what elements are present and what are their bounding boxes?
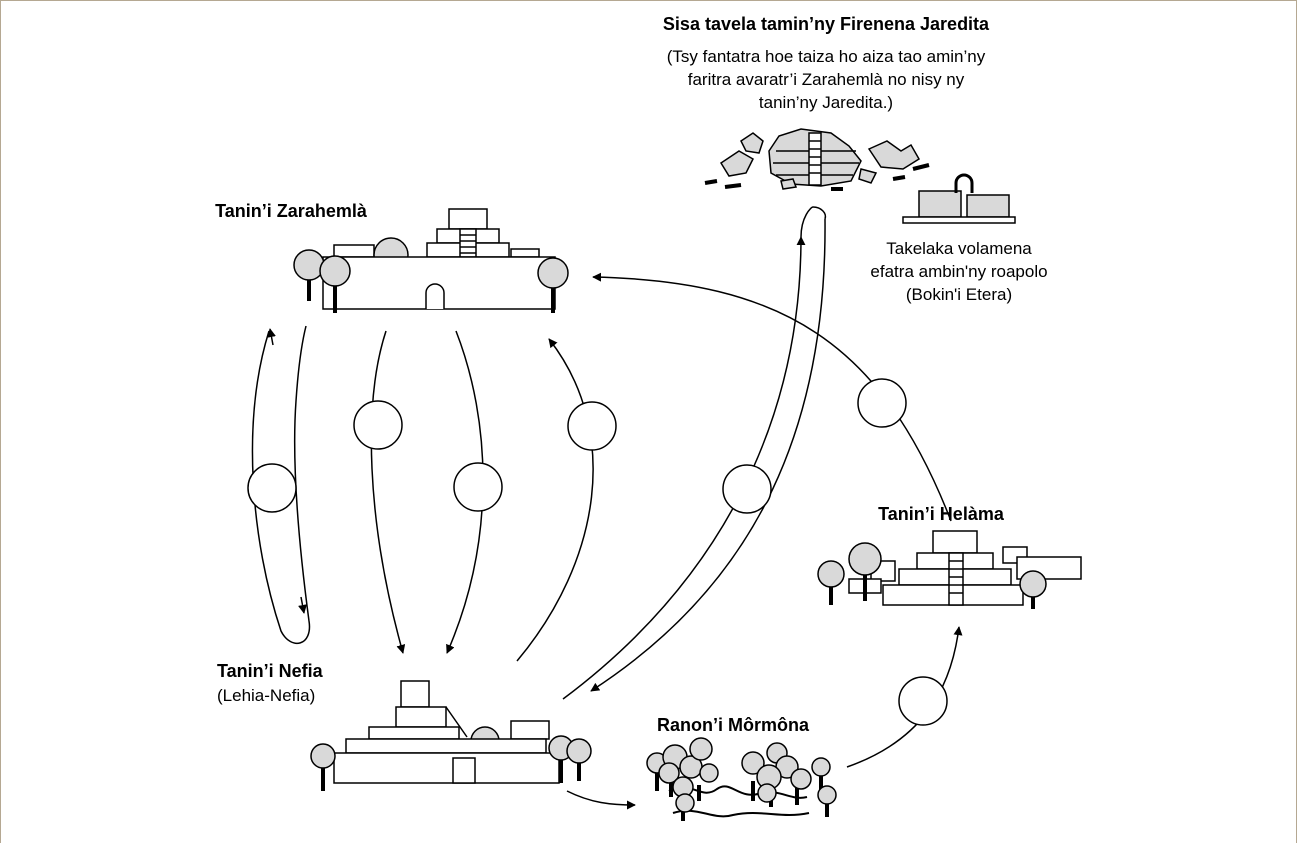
zarahemla-city — [293, 208, 569, 313]
answer-circle-3[interactable] — [453, 462, 503, 512]
answer-circle-1[interactable] — [247, 463, 297, 513]
answer-circle-4[interactable] — [567, 401, 617, 451]
answer-circle-2[interactable] — [353, 400, 403, 450]
mormon-title: Ranon’i Môrmôna — [657, 715, 810, 735]
jaredite-note-line1: (Tsy fantatra hoe taiza ho aiza tao amin… — [667, 47, 986, 66]
path-jaredite-back — [590, 218, 826, 692]
jaredite-ruins — [704, 128, 930, 191]
answer-circle-7[interactable] — [898, 676, 948, 726]
mormon-forest — [646, 737, 837, 821]
nephi-title: Tanin’i Nefia — [217, 661, 324, 681]
answer-circle-5[interactable] — [722, 464, 772, 514]
jaredite-note-line3: tanin’ny Jaredita.) — [759, 93, 893, 112]
nephi-subtitle: (Lehia-Nefia) — [217, 686, 315, 705]
path-helam-zarahemla — [592, 272, 952, 522]
zarahemla-title: Tanin’i Zarahemlà — [215, 201, 368, 221]
helam-city — [817, 530, 1082, 609]
plates-line2: efatra ambin'ny roapolo — [870, 262, 1047, 281]
jaredite-note-line2: faritra avaratr’i Zarahemlà no nisy ny — [688, 70, 965, 89]
helam-title: Tanin’i Helàma — [878, 504, 1005, 524]
path-up-nephi-zarahemla — [516, 338, 594, 662]
answer-circles — [247, 378, 948, 726]
plates-line1: Takelaka volamena — [886, 239, 1032, 258]
nephi-city — [310, 680, 592, 791]
plates-line3: (Bokin'i Etera) — [906, 285, 1012, 304]
path-nephi-mormon — [566, 790, 636, 810]
answer-circle-6[interactable] — [857, 378, 907, 428]
path-down-1 — [370, 330, 406, 654]
jaredite-title: Sisa tavela tamin’ny Firenena Jaredita — [663, 14, 990, 34]
plates-illustration — [902, 173, 1016, 224]
